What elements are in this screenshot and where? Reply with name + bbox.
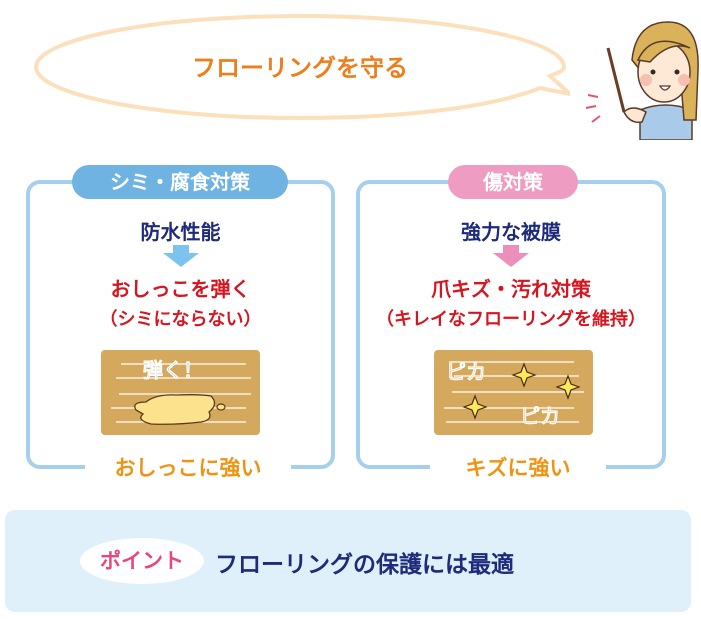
point-badge: ポイント	[80, 538, 204, 584]
repel-label: 弾く！	[143, 358, 204, 383]
scratch-badge: 傷対策	[448, 165, 578, 199]
shiny-board-illustration: ピカ ピカ	[434, 350, 593, 435]
point-text: フローリングの保護には最適	[215, 552, 514, 578]
scratch-resistant-label: キズに強い	[430, 452, 606, 482]
speech-bubble	[33, 13, 570, 121]
waterproof-heading: 防水性能	[140, 220, 221, 244]
teacher-illustration	[585, 21, 699, 140]
repel-urine-text: おしっこを弾く	[110, 277, 251, 301]
floor-lines-puddle	[111, 363, 251, 425]
arrow-down-icon	[163, 245, 199, 267]
floor-board-illustration: 弾く！	[101, 350, 260, 435]
floor-lines-sparkles	[444, 361, 584, 423]
scratch-stain-text: 爪キズ・汚れ対策	[431, 277, 591, 301]
bubble-title: フローリングを守る	[192, 54, 408, 82]
strong-coating-heading: 強力な被膜	[461, 220, 561, 244]
keep-clean-text: （キレイなフローリングを維持）	[376, 309, 646, 330]
no-stain-text: （シミにならない）	[99, 309, 262, 330]
urine-resistant-label: おしっこに強い	[85, 452, 291, 482]
arrow-down-icon	[493, 245, 529, 267]
shiny-label-2: ピカ	[520, 404, 561, 429]
stain-corrosion-badge: シミ・腐食対策	[72, 165, 288, 199]
shiny-label-1: ピカ	[446, 360, 487, 385]
